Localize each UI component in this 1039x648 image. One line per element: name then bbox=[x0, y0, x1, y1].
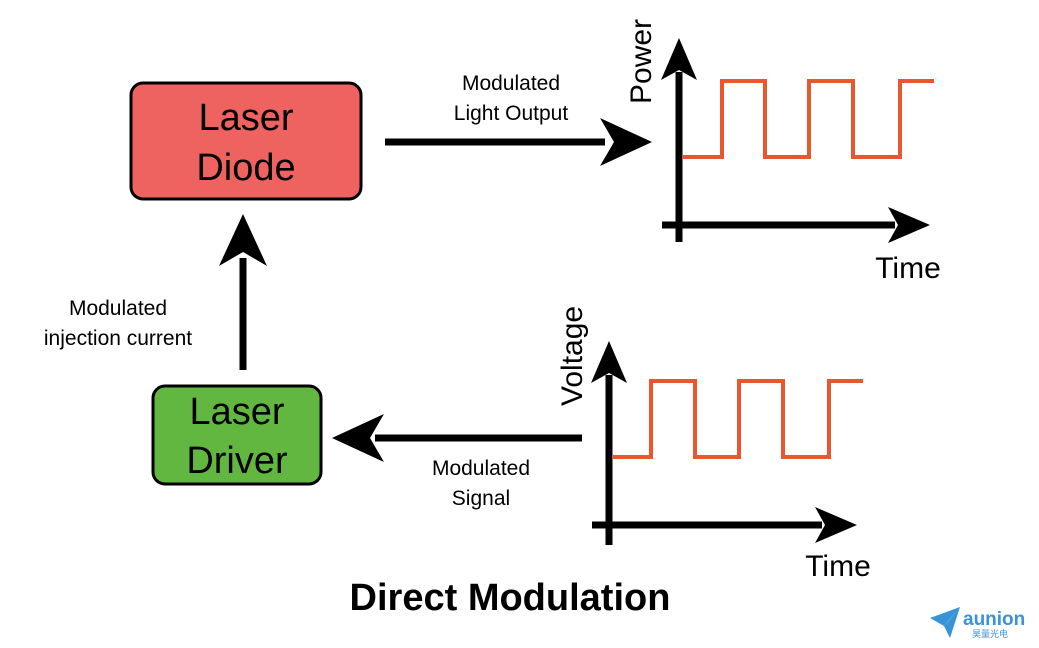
laser-driver-block: Laser Driver bbox=[151, 384, 323, 486]
laser-driver-label-line1: Laser bbox=[189, 391, 284, 433]
aunion-logo: aunion 昊量光电 bbox=[930, 607, 1025, 640]
diagram-title: Direct Modulation bbox=[350, 577, 671, 619]
laser-diode-label-line2: Diode bbox=[196, 147, 295, 189]
injection-current-label-line2: injection current bbox=[44, 327, 192, 350]
light-output-arrow bbox=[385, 118, 652, 166]
power-waveform bbox=[683, 79, 934, 159]
power-y-arrowhead bbox=[661, 38, 697, 80]
laser-diode-box bbox=[129, 81, 363, 201]
laser-diode-block: Laser Diode bbox=[129, 81, 363, 201]
logo-name: aunion bbox=[963, 609, 1025, 630]
voltage-y-label: Voltage bbox=[556, 306, 589, 406]
injection-current-label-line1: Modulated bbox=[69, 297, 167, 320]
logo-subtitle: 昊量光电 bbox=[972, 628, 1008, 640]
light-output-label-line2: Light Output bbox=[454, 102, 569, 125]
signal-arrow bbox=[332, 414, 582, 462]
laser-driver-box bbox=[151, 384, 323, 486]
voltage-y-arrowhead bbox=[591, 341, 627, 383]
voltage-waveform bbox=[613, 379, 863, 459]
power-x-arrowhead bbox=[888, 207, 930, 243]
power-plot: Power Time bbox=[625, 19, 941, 285]
voltage-x-label: Time bbox=[805, 550, 871, 583]
light-output-label-line1: Modulated bbox=[462, 72, 560, 95]
paper-plane-icon bbox=[930, 607, 960, 638]
power-x-label: Time bbox=[875, 252, 941, 285]
laser-driver-label-line2: Driver bbox=[186, 440, 288, 482]
voltage-plot: Voltage Time bbox=[556, 306, 871, 583]
power-y-label: Power bbox=[625, 19, 658, 104]
laser-diode-label-line1: Laser bbox=[198, 97, 293, 139]
voltage-x-arrowhead bbox=[815, 507, 857, 543]
signal-label-line2: Signal bbox=[452, 487, 510, 510]
signal-label-line1: Modulated bbox=[432, 457, 530, 480]
injection-current-arrow bbox=[219, 214, 267, 370]
